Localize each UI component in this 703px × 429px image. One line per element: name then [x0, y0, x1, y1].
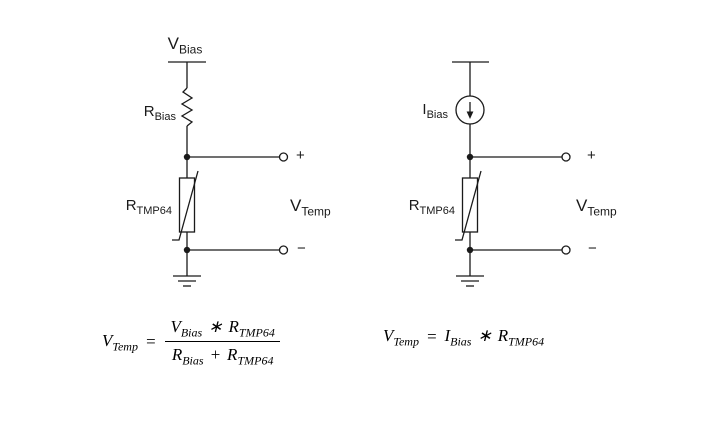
node-dot [183, 153, 191, 161]
fraction-denominator: RBias+RTMP64 [164, 341, 281, 368]
vbias-label-sub: Bias [179, 42, 203, 57]
equals-sign: = [144, 331, 157, 351]
rtmp64-label-left: RTMP64 [90, 197, 172, 217]
formula-lhs-base: V [102, 331, 113, 351]
multiply-operator: ∗ [477, 326, 492, 345]
minus-terminal-label-left: − [297, 240, 306, 257]
num-term1-base: V [170, 317, 181, 336]
num-term1-sub: Bias [180, 325, 203, 340]
plus-terminal-label-right: + [587, 147, 596, 164]
node-dot [183, 246, 191, 254]
formula-left-lhs: VTemp [102, 331, 138, 352]
formula-lhs-sub: Temp [393, 334, 419, 349]
node-dot [466, 246, 474, 254]
thermistor-icon [172, 170, 199, 241]
ground-icon [456, 275, 484, 287]
plus-terminal-label-left: + [296, 147, 305, 164]
formula-right-lhs: VTemp [383, 326, 419, 347]
rtmp64-label-sub: TMP64 [419, 205, 455, 217]
vtemp-label-right: VTemp [576, 196, 617, 219]
rhs-term1-base: I [444, 326, 451, 345]
rtmp64-label-base: R [125, 197, 137, 214]
terminal-circle [278, 245, 289, 255]
formula-left: VTemp = VBias∗RTMP64 RBias+RTMP64 [102, 317, 282, 367]
num-term2-sub: TMP64 [238, 325, 275, 340]
rtmp64-label-base: R [408, 197, 420, 214]
ground-icon [173, 275, 201, 287]
fraction-numerator: VBias ∗ RTMP64 [163, 317, 281, 341]
terminal-circle [278, 152, 289, 162]
formula-right-rhs: IBias ∗ RTMP64 [444, 326, 544, 347]
terminal-circle [561, 152, 571, 162]
wire [469, 62, 562, 276]
vtemp-label-sub: Temp [301, 204, 331, 219]
resistor-icon [180, 87, 194, 127]
vtemp-label-sub: Temp [587, 204, 617, 219]
minus-terminal-label-right: − [588, 240, 597, 257]
rhs-term2-sub: TMP64 [508, 334, 545, 349]
rtmp64-label-right: RTMP64 [373, 197, 455, 217]
formula-lhs-sub: Temp [112, 339, 138, 354]
fraction: VBias∗RTMP64 RBias+RTMP64 [163, 317, 281, 367]
vtemp-label-base: V [576, 196, 588, 215]
ibias-label-base: I [422, 101, 427, 118]
rbias-label: RBias [110, 103, 176, 123]
ibias-label-sub: Bias [426, 109, 448, 121]
num-term2-base: R [228, 317, 239, 336]
rtmp64-label-sub: TMP64 [136, 205, 172, 217]
current-source-icon [455, 95, 485, 125]
formula-lhs-base: V [383, 326, 394, 345]
plus-operator: + [209, 345, 222, 365]
vbias-label: VBias [152, 34, 218, 57]
rhs-term2-base: R [497, 326, 509, 345]
equals-sign: = [425, 326, 438, 346]
formula-right: VTemp = IBias ∗ RTMP64 [383, 326, 544, 347]
vtemp-label-base: V [290, 196, 302, 215]
node-dot [466, 153, 474, 161]
ibias-label: IBias [398, 101, 448, 121]
vtemp-label-left: VTemp [290, 196, 331, 219]
rhs-term1-sub: Bias [450, 334, 472, 349]
thermistor-icon [455, 170, 482, 241]
den-term2-sub: TMP64 [237, 353, 274, 368]
den-term1-sub: Bias [182, 353, 204, 368]
left-circuit [168, 61, 289, 287]
rbias-label-sub: Bias [154, 111, 176, 123]
vbias-label-base: V [167, 34, 179, 53]
den-term2-base: R [227, 345, 238, 365]
rbias-label-base: R [143, 103, 155, 120]
terminal-circle [561, 245, 571, 255]
den-term1-base: R [171, 345, 183, 365]
multiply-operator: ∗ [208, 317, 223, 336]
right-circuit [452, 61, 571, 287]
wire [186, 62, 280, 276]
